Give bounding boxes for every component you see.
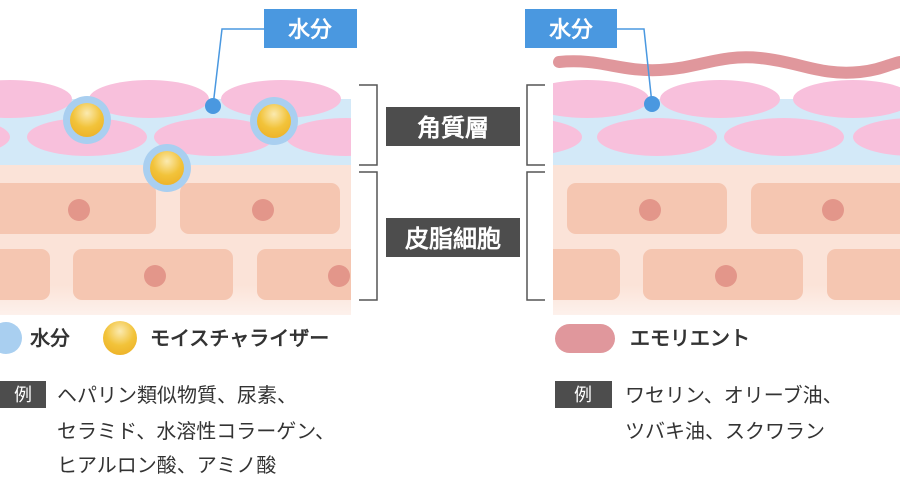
water-callout-line [617,28,653,105]
water-dot [644,96,660,112]
layer-brackets [359,84,545,301]
example-tag: 例 [14,385,32,406]
water-dot [205,98,221,114]
water-label-box [264,9,357,48]
example-line: ワセリン、オリーブ油、 [625,383,843,407]
example-line: ヒアルロン酸、アミノ酸 [57,453,276,477]
horny-cells [553,80,900,156]
skin-cells-label: 皮脂細胞 [405,225,501,253]
water-label: 水分 [288,18,332,43]
water-label: 水分 [549,18,593,43]
moisturizer-particles [63,96,298,192]
water-label-box [525,9,617,48]
nuclei [639,199,844,287]
emollient-film [553,51,900,79]
moisturizer-legend-icon [103,321,137,355]
legend-emollient: エモリエント [630,326,750,350]
nuclei [68,199,350,287]
example-line: ヘパリン類似物質、尿素、 [57,383,297,407]
legend-water: 水分 [30,326,70,350]
legend-moisturizer: モイスチャライザー [150,326,329,350]
water-legend-icon [0,322,22,354]
water-callout-line [212,28,265,107]
example-tag-box [555,381,612,408]
stratum-corneum-label: 角質層 [417,114,489,142]
emollient-legend-icon [555,324,615,353]
example-line: ツバキ油、スクワラン [625,419,825,443]
example-line: セラミド、水溶性コラーゲン、 [57,419,335,443]
left-skin-illustration [0,80,351,315]
stratum-corneum-label-box [386,107,520,146]
example-tag: 例 [574,385,592,406]
example-tag-box [0,381,46,408]
skin-cells-label-box [386,218,520,257]
right-skin-illustration [553,80,900,315]
